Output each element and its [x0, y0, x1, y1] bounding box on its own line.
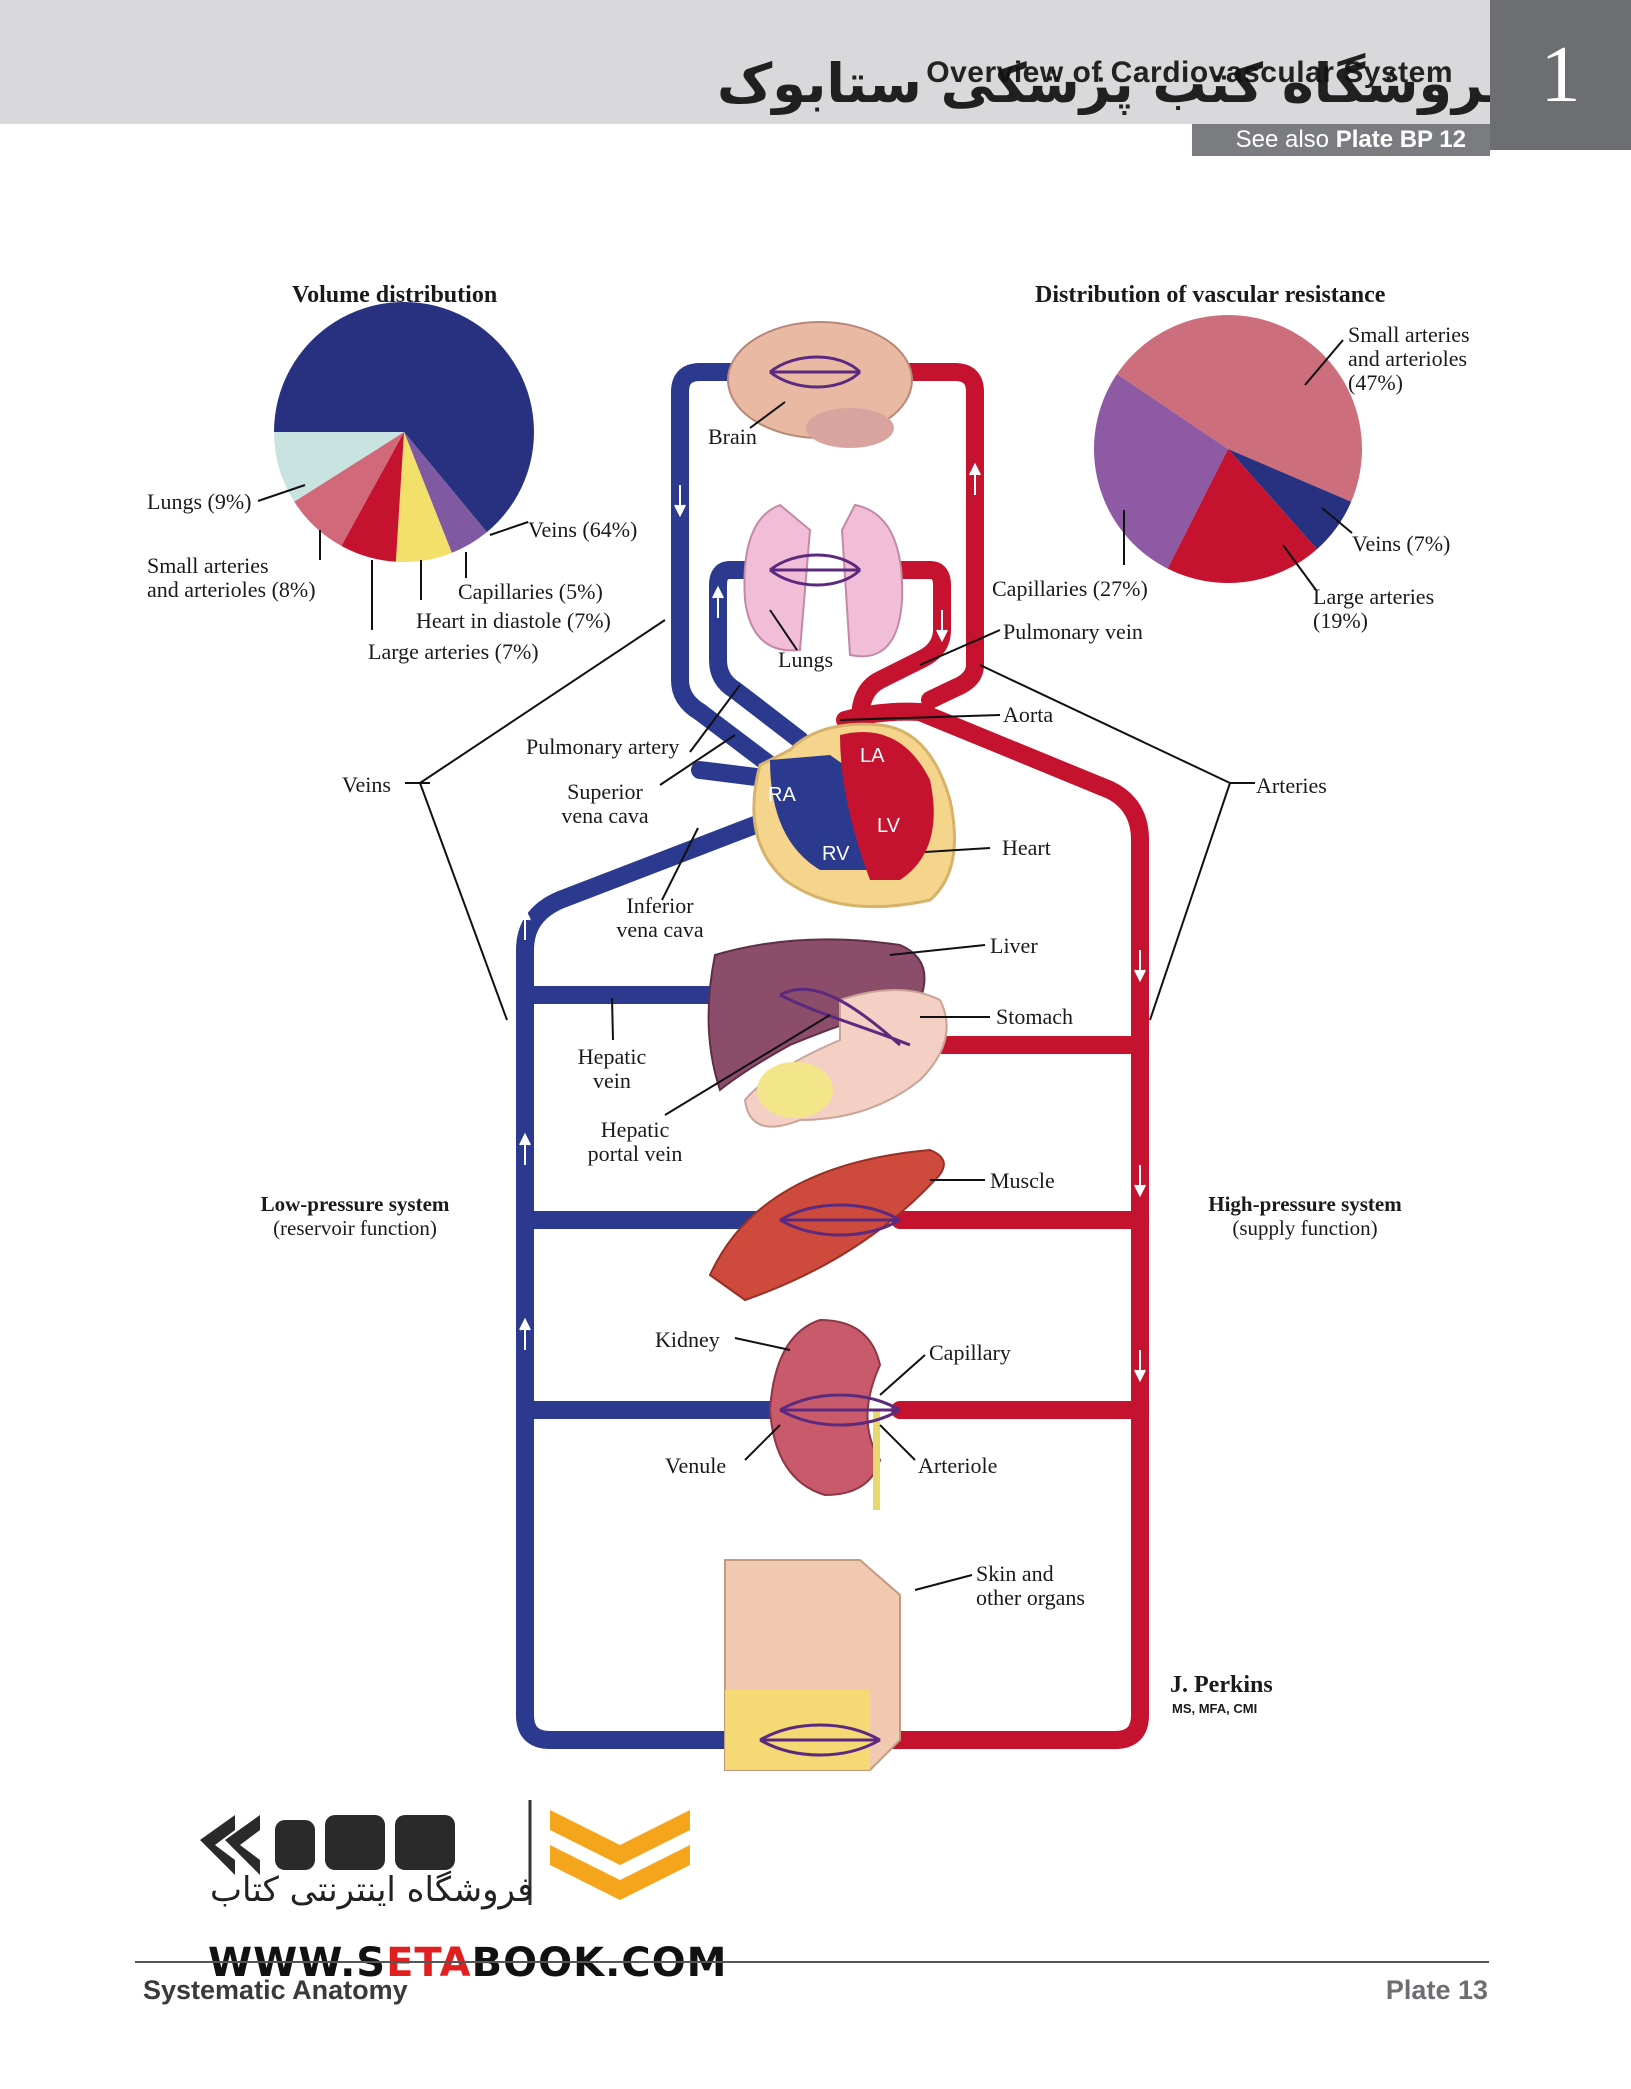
volume-large-label: Large arteries (7%)	[368, 639, 539, 664]
venule-label: Venule	[665, 1453, 727, 1478]
watermark-url: WWW.SETABOOK.COM	[208, 1940, 728, 1986]
watermark-header-text: فروشگاه کتب پزشکی ستابوک	[716, 52, 1521, 115]
pulmonary-artery-label: Pulmonary artery	[526, 734, 680, 759]
artist-degrees: MS, MFA, CMI	[1172, 1701, 1258, 1716]
volume-heart-label: Heart in diastole (7%)	[416, 608, 611, 633]
skin-label-2: other organs	[976, 1585, 1085, 1610]
volume-slice-2	[395, 432, 452, 562]
ivc-label-2: vena cava	[616, 917, 704, 942]
lungs-organ	[743, 503, 904, 658]
low-pressure-system-label: Low-pressure system (reservoir function)	[260, 1192, 450, 1240]
volume-capillaries-label: Capillaries (5%)	[458, 579, 603, 604]
footer-divider	[135, 1961, 1489, 1963]
stomach-organ	[743, 989, 948, 1128]
volume-slice-0	[274, 301, 535, 533]
lungs-label: Lungs	[778, 647, 833, 672]
resistance-slice-1	[1228, 449, 1352, 550]
page-title: Overview of Cardiovascular System	[926, 56, 1453, 89]
volume-pie-chart	[274, 301, 535, 562]
muscle-label: Muscle	[990, 1168, 1055, 1193]
volume-small-label-2: and arterioles (8%)	[147, 577, 316, 602]
resistance-slice-0	[1116, 314, 1363, 502]
arterial-vessels	[836, 363, 1149, 1749]
pulmonary-vein-label: Pulmonary vein	[1003, 619, 1143, 644]
capillary-beds	[759, 355, 911, 1757]
skin-organ	[724, 1559, 901, 1771]
volume-lungs-label: Lungs (9%)	[147, 489, 252, 514]
resistance-capillaries-label: Capillaries (27%)	[992, 576, 1148, 601]
high-pressure-system-label: High-pressure system (supply function)	[1208, 1192, 1402, 1240]
resistance-veins-label: Veins (7%)	[1352, 531, 1451, 556]
flow-arrows	[519, 462, 1146, 1383]
resistance-large-label-2: (19%)	[1313, 608, 1368, 633]
hepatic-vein-label-1: Hepatic	[577, 1044, 647, 1069]
resistance-chart-title: Distribution of vascular resistance	[1035, 282, 1386, 308]
resistance-pie-chart	[1094, 314, 1363, 583]
heart-label: Heart	[1002, 835, 1051, 860]
lv-label: LV	[877, 815, 901, 837]
capillary-label: Capillary	[929, 1340, 1011, 1365]
resistance-slice-3	[1094, 374, 1228, 569]
volume-leader-lines	[257, 484, 529, 630]
arteriole-label: Arteriole	[918, 1453, 998, 1478]
rv-label: RV	[822, 843, 850, 865]
liver-label: Liver	[990, 933, 1038, 958]
plate-section-number: 1	[1490, 0, 1631, 150]
skin-label-1: Skin and	[976, 1561, 1054, 1586]
hepatic-portal-label-2: portal vein	[587, 1141, 683, 1166]
heart-organ	[752, 722, 956, 909]
aorta-label: Aorta	[1003, 702, 1054, 727]
veins-label: Veins	[342, 772, 391, 797]
diagram-leader-lines	[419, 401, 1231, 1591]
resistance-small-label-2: and arterioles	[1348, 346, 1468, 371]
resistance-slice-2	[1167, 449, 1317, 583]
footer-book-title: Systematic Anatomy	[143, 1975, 408, 2005]
hepatic-portal-label-1: Hepatic	[600, 1117, 670, 1142]
volume-slice-4	[294, 432, 404, 546]
ra-label: RA	[768, 784, 796, 806]
footer-plate-number: Plate 13	[1385, 1975, 1488, 2005]
brain-label: Brain	[708, 424, 757, 449]
la-label: LA	[860, 745, 885, 767]
volume-slice-3	[341, 432, 404, 562]
header-bar	[0, 0, 1490, 124]
svc-label-1: Superior	[567, 779, 643, 804]
svc-label-2: vena cava	[561, 803, 649, 828]
ivc-label-1: Inferior	[626, 893, 694, 918]
volume-small-label-1: Small arteries	[147, 553, 269, 578]
resistance-large-label-1: Large arteries	[1313, 584, 1435, 609]
arteries-label: Arteries	[1256, 773, 1327, 798]
hepatic-vein-label-2: vein	[593, 1068, 631, 1093]
resistance-small-label-3: (47%)	[1348, 370, 1403, 395]
kidney-organ	[768, 1318, 882, 1510]
artist-credit: J. Perkins	[1170, 1672, 1273, 1698]
volume-veins-label: Veins (64%)	[528, 517, 638, 542]
muscle-organ	[708, 1148, 945, 1302]
kidney-label: Kidney	[655, 1327, 720, 1352]
see-also-link[interactable]: See also Plate BP 12	[1192, 124, 1490, 156]
resistance-small-label-1: Small arteries	[1348, 322, 1470, 347]
setabook-logo	[200, 1800, 690, 1905]
resistance-leader-lines	[1123, 339, 1353, 591]
stomach-label: Stomach	[996, 1004, 1073, 1029]
watermark-persian-text: فروشگاه اینترنتی کتاب	[210, 1870, 534, 1910]
volume-slice-5	[274, 432, 404, 502]
volume-slice-1	[404, 432, 487, 553]
